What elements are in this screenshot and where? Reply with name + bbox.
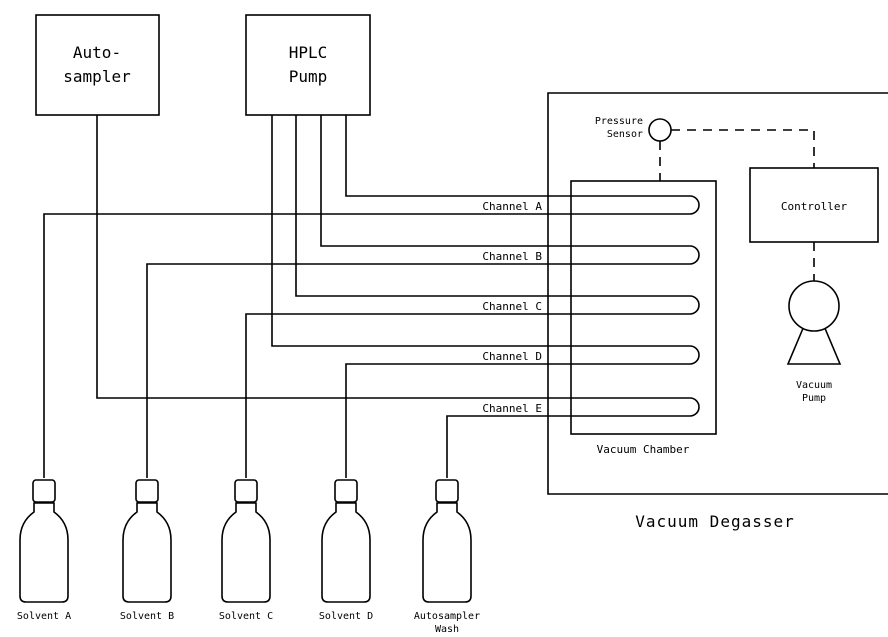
autosampler-box <box>35 14 160 116</box>
hplc-pump-label-1: HPLC <box>289 43 328 62</box>
solvent-a-bottle-icon <box>19 479 69 603</box>
autosampler-wash-label-2: Wash <box>435 624 459 635</box>
hplc-pump-label-2: Pump <box>289 67 328 86</box>
channel-a-line <box>43 115 700 478</box>
autosampler-wash-bottle-icon <box>422 479 472 603</box>
vacuum-chamber-box <box>570 180 717 435</box>
vacuum-pump-label-2: Pump <box>802 393 826 404</box>
vacuum-degasser-title: Vacuum Degasser <box>635 512 795 531</box>
channel-a-label: Channel A <box>482 200 542 213</box>
solvent-a-label: Solvent A <box>17 611 71 622</box>
channel-e-line <box>96 115 700 478</box>
solvent-d-label: Solvent D <box>319 611 373 622</box>
solvent-c-label: Solvent C <box>219 611 273 622</box>
vacuum-pump-label-1: Vacuum <box>796 380 832 391</box>
channel-b-line <box>146 115 700 478</box>
channel-c-line <box>245 115 700 478</box>
channel-b-label: Channel B <box>482 250 542 263</box>
channel-c-label: Channel C <box>482 300 542 313</box>
channel-d-line <box>271 115 700 478</box>
pressure-sensor-icon <box>648 118 672 142</box>
channel-d-label: Channel D <box>482 350 542 363</box>
solvent-d-bottle-icon <box>321 479 371 603</box>
sensor-to-controller-link <box>671 129 815 168</box>
bottle-row: Solvent A Solvent B Solvent C Solvent D Auto… <box>17 479 480 635</box>
controller-label: Controller <box>781 200 848 213</box>
channel-lines <box>43 115 700 478</box>
solvent-b-bottle-icon <box>122 479 172 603</box>
autosampler-label-2: sampler <box>63 67 131 86</box>
autosampler-wash-label: Autosampler <box>414 611 480 622</box>
solvent-b-label: Solvent B <box>120 611 174 622</box>
vacuum-chamber-label: Vacuum Chamber <box>597 443 690 456</box>
solvent-c-bottle-icon <box>221 479 271 603</box>
pressure-sensor-label-1: Pressure <box>595 116 643 127</box>
vacuum-pump-icon <box>786 280 842 365</box>
pressure-sensor-label-2: Sensor <box>607 129 643 140</box>
channel-e-label: Channel E <box>482 402 542 415</box>
hplc-pump-box <box>245 14 371 116</box>
degasser-frame <box>547 92 888 495</box>
autosampler-label-1: Auto- <box>73 43 121 62</box>
